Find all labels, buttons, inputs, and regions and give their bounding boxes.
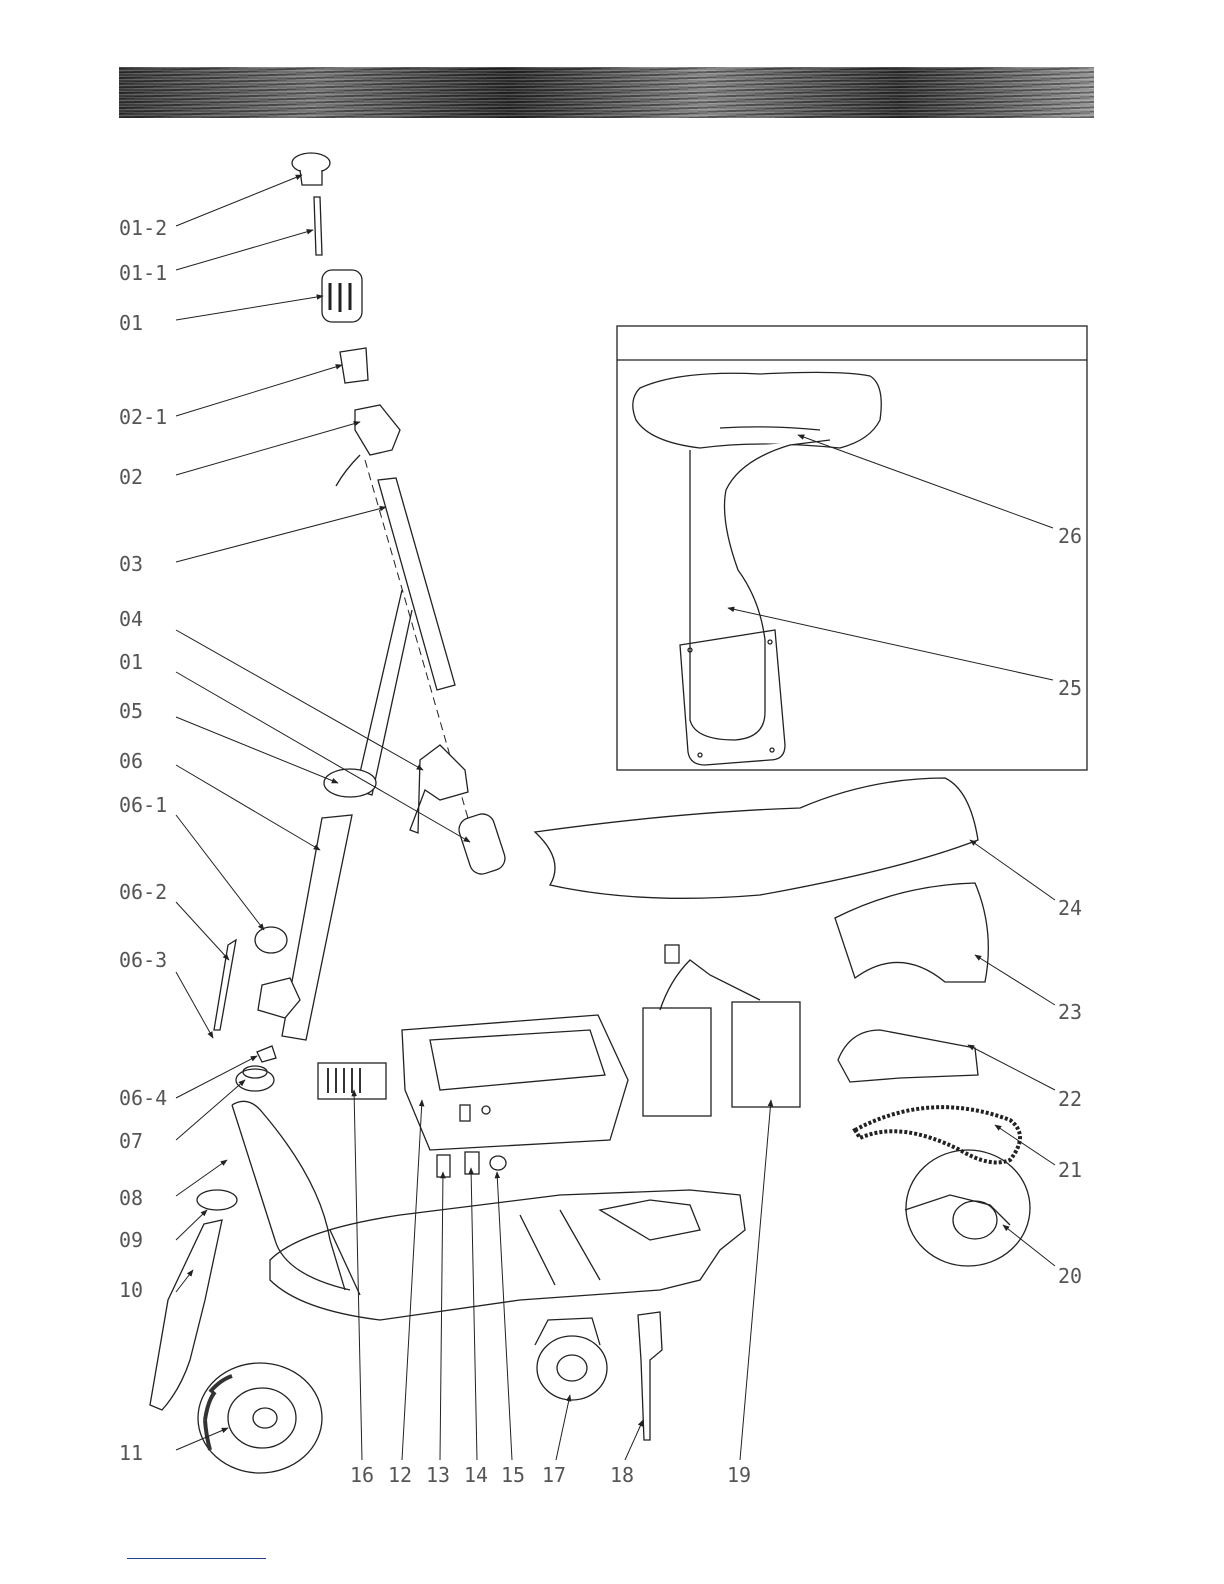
bolt — [314, 197, 322, 255]
label-11: 11 — [119, 1441, 143, 1465]
long-bolt — [214, 940, 236, 1030]
label-06-3: 06-3 — [119, 948, 167, 972]
label-01-1: 01-1 — [119, 261, 167, 285]
seat-cushion — [633, 372, 881, 448]
label-02-1: 02-1 — [119, 405, 167, 429]
label-23: 23 — [1058, 1000, 1082, 1024]
knob — [255, 927, 287, 953]
footer-link-underline — [127, 1558, 266, 1559]
chain-guard — [838, 1030, 978, 1082]
brake-lever — [410, 745, 468, 833]
label-01: 01 — [119, 311, 143, 335]
motor — [535, 1318, 607, 1400]
label-07: 07 — [119, 1129, 143, 1153]
label-12: 12 — [388, 1463, 412, 1487]
batteries — [643, 945, 800, 1116]
label-03: 03 — [119, 552, 143, 576]
label-05: 05 — [119, 699, 143, 723]
label-13: 13 — [426, 1463, 450, 1487]
label-09: 09 — [119, 1228, 143, 1252]
label-17: 17 — [542, 1463, 566, 1487]
battery-box — [402, 1015, 628, 1150]
label-06-1: 06-1 — [119, 793, 167, 817]
front-wheel — [198, 1363, 322, 1473]
handlebar-left-arm — [356, 590, 412, 795]
label-10: 10 — [119, 1278, 143, 1302]
label-25: 25 — [1058, 676, 1082, 700]
label-14: 14 — [464, 1463, 488, 1487]
label-01-2: 01-2 — [119, 216, 167, 240]
label-21: 21 — [1058, 1158, 1082, 1182]
seat-post — [690, 440, 830, 740]
label-22: 22 — [1058, 1087, 1082, 1111]
controller — [318, 1063, 386, 1099]
sleeve — [340, 348, 368, 383]
washer — [257, 1046, 276, 1062]
chain — [855, 1107, 1020, 1162]
rear-cover — [835, 883, 988, 982]
deck-cover — [535, 778, 978, 898]
label-04: 04 — [119, 607, 143, 631]
label-26: 26 — [1058, 524, 1082, 548]
label-19: 19 — [727, 1463, 751, 1487]
label-06-2: 06-2 — [119, 880, 167, 904]
right-grip — [456, 811, 508, 877]
grip — [322, 270, 362, 322]
headset-nut — [236, 1069, 274, 1091]
rear-wheel — [905, 1150, 1030, 1266]
label-16: 16 — [350, 1463, 374, 1487]
label-24: 24 — [1058, 896, 1082, 920]
label-15: 15 — [501, 1463, 525, 1487]
label-06: 06 — [119, 749, 143, 773]
throttle — [355, 405, 400, 455]
label-18: 18 — [610, 1463, 634, 1487]
label-01-b: 01 — [119, 650, 143, 674]
bearing-ring — [197, 1190, 237, 1210]
label-06-4: 06-4 — [119, 1086, 167, 1110]
kickstand — [638, 1312, 662, 1440]
label-02: 02 — [119, 465, 143, 489]
label-20: 20 — [1058, 1264, 1082, 1288]
fork — [150, 1220, 222, 1410]
label-08: 08 — [119, 1186, 143, 1210]
seat-inset-box — [617, 326, 1087, 770]
